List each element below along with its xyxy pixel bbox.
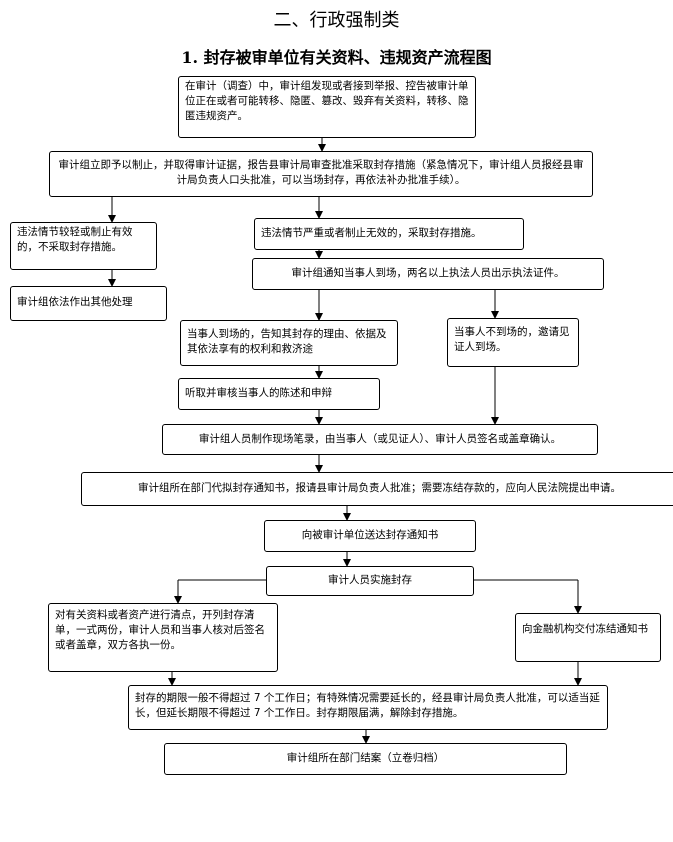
flowchart-title: 1. 封存被审单位有关资料、违规资产流程图 xyxy=(181,48,492,67)
step-other-handling: 审计组依法作出其他处理 xyxy=(10,286,167,321)
step-minor-no-seal: 违法情节较轻或制止有效的，不采取封存措施。 xyxy=(10,222,157,270)
step-freeze-notice-bank: 向金融机构交付冻结通知书 xyxy=(515,613,661,662)
step-hear-statement: 听取并审核当事人的陈述和申辩 xyxy=(178,378,380,410)
step-implement-seal: 审计人员实施封存 xyxy=(266,566,474,596)
step-inventory-list: 对有关资料或者资产进行清点，开列封存清单，一式两份，审计人员和当事人核对后签名或… xyxy=(48,603,278,672)
step-site-record: 审计组人员制作现场笔录，由当事人（或见证人）、审计人员签名或盖章确认。 xyxy=(162,424,598,455)
step-deliver-notice: 向被审计单位送达封存通知书 xyxy=(264,520,476,552)
step-stop-and-report: 审计组立即予以制止，并取得审计证据，报告县审计局审查批准采取封存措施（紧急情况下… xyxy=(49,151,593,197)
step-discover-violation: 在审计（调查）中，审计组发现或者接到举报、控告被审计单位正在或者可能转移、隐匿、… xyxy=(178,76,476,138)
step-party-absent: 当事人不到场的，邀请见证人到场。 xyxy=(447,318,579,367)
step-seal-period: 封存的期限一般不得超过 7 个工作日；有特殊情况需要延长的，经县审计局负责人批准… xyxy=(128,685,608,730)
step-close-case: 审计组所在部门结案（立卷归档） xyxy=(164,743,567,775)
step-notify-party: 审计组通知当事人到场，两名以上执法人员出示执法证件。 xyxy=(252,258,604,290)
step-draft-notice: 审计组所在部门代拟封存通知书，报请县审计局负责人批准；需要冻结存款的，应向人民法… xyxy=(81,472,673,506)
step-serious-seal: 违法情节严重或者制止无效的，采取封存措施。 xyxy=(254,218,524,250)
step-party-present: 当事人到场的，告知其封存的理由、依据及其依法享有的权利和救济途 xyxy=(180,320,398,366)
page-title: 二、行政强制类 xyxy=(273,10,400,31)
